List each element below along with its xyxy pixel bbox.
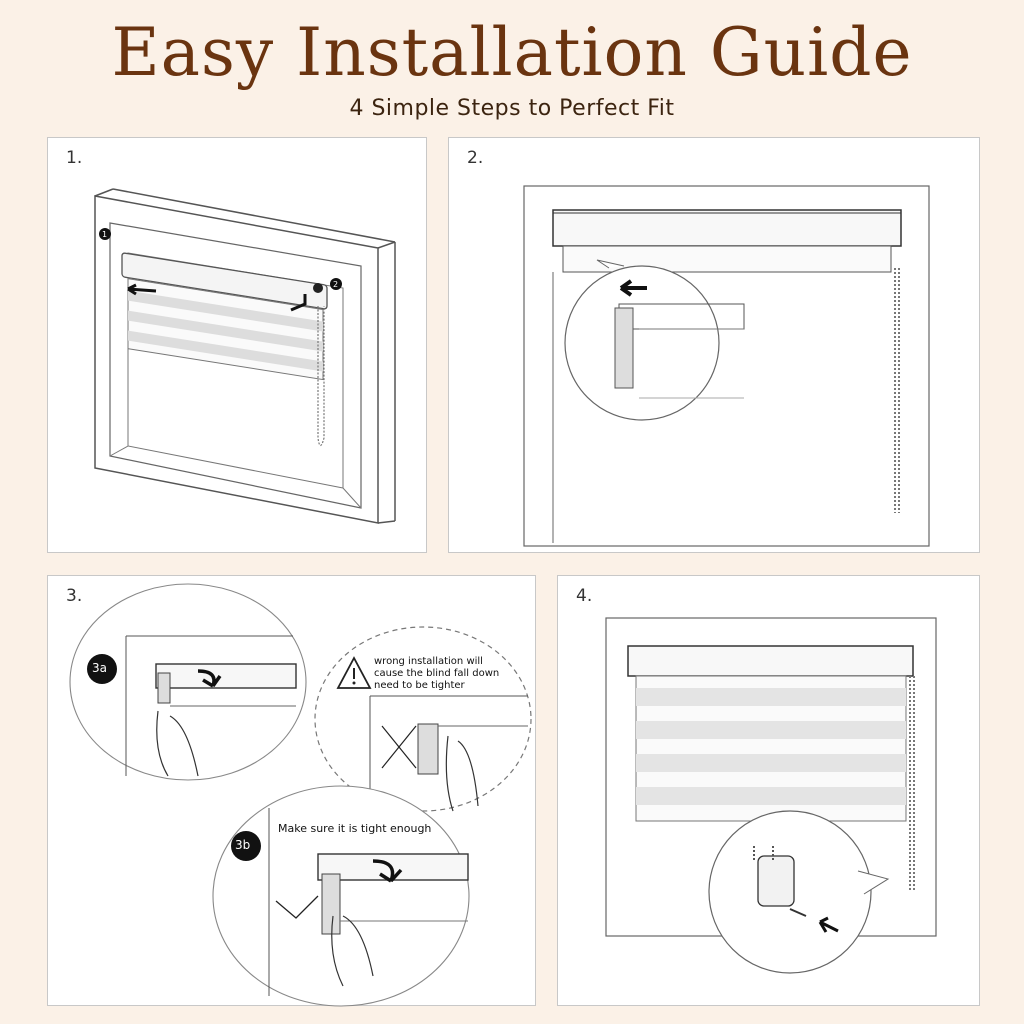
step-1-marker-1: 1 xyxy=(102,230,108,239)
step-4-illustration xyxy=(605,617,937,974)
warning-note-line-2: cause the blind fall down xyxy=(374,668,500,679)
page-title: Easy Installation Guide xyxy=(111,14,913,91)
step-2-number: 2. xyxy=(467,148,484,168)
step-4-number: 4. xyxy=(576,586,593,606)
step-2-panel: 2. xyxy=(448,137,980,553)
step-3-illustration xyxy=(69,583,532,1007)
step-3-panel: 3. 3a 3b wrong installation will cause t… xyxy=(47,575,536,1007)
step-1-panel: 1. 1 2 xyxy=(47,137,427,553)
step-3a-badge: 3a xyxy=(92,661,107,675)
step-3b-badge: 3b xyxy=(235,838,251,852)
step-3-number: 3. xyxy=(66,586,83,606)
step-1-marker-2: 2 xyxy=(333,280,339,289)
step-1-illustration xyxy=(94,188,396,524)
warning-note-line-3: need to be tighter xyxy=(374,680,465,691)
step-2-illustration xyxy=(523,185,930,547)
page-subtitle: 4 Simple Steps to Perfect Fit xyxy=(349,96,675,121)
tight-enough-note: Make sure it is tight enough xyxy=(278,822,432,835)
warning-note-line-1: wrong installation will xyxy=(374,656,483,667)
step-4-panel: 4. xyxy=(557,575,980,1006)
step-1-number: 1. xyxy=(66,148,83,168)
